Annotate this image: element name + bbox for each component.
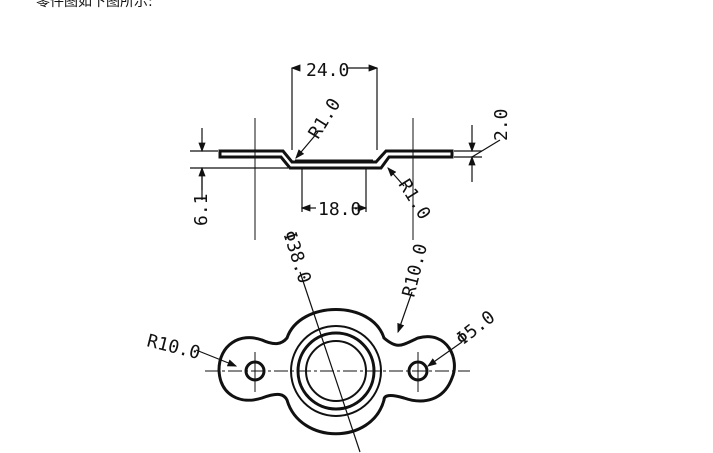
- dim-height: 6.1: [191, 193, 212, 226]
- plan-view: [195, 271, 470, 453]
- dim-ear-radius: R10.0: [145, 330, 203, 363]
- dim-boss-diameter: Φ38.0: [278, 228, 315, 286]
- side-view: [190, 64, 501, 240]
- dim-hole-diameter: Φ5.0: [452, 307, 499, 350]
- dim-thickness: 2.0: [491, 108, 512, 141]
- side-view-profile: [218, 149, 454, 170]
- dim-bottom-width: 18.0: [318, 199, 361, 220]
- plan-outline: [217, 308, 456, 436]
- caption-text: 零件图如下图所示:: [36, 0, 153, 10]
- dim-inner-radius: R1.0: [304, 95, 345, 143]
- dim-outer-radius: R1.0: [394, 176, 435, 224]
- dim-side-radius: R10.0: [398, 242, 431, 300]
- dim-top-width: 24.0: [306, 60, 349, 81]
